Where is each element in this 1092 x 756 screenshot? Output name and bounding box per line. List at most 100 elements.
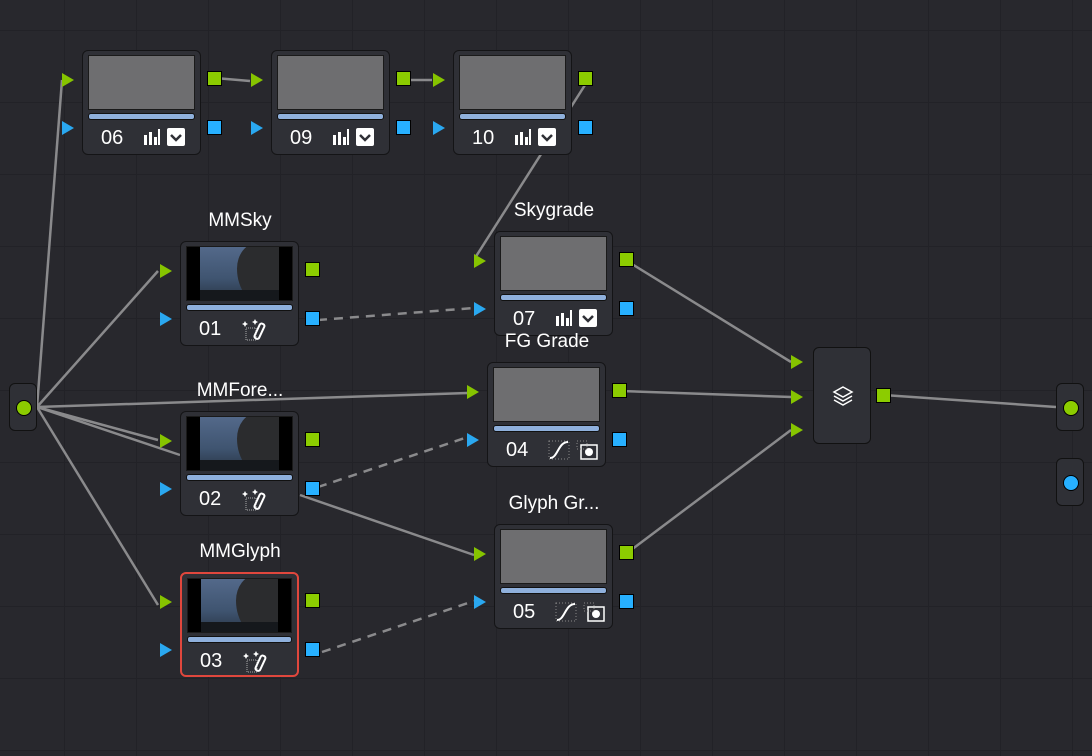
node-progress-bar: [186, 304, 293, 311]
mixer-input-3[interactable]: [791, 423, 803, 437]
node-03[interactable]: 03: [180, 572, 299, 677]
node-02[interactable]: 02: [180, 411, 299, 516]
node-label: MMFore...: [196, 380, 284, 401]
node-number: 02: [199, 488, 222, 510]
node-05[interactable]: 05: [494, 524, 613, 629]
node-rgb-output[interactable]: [207, 71, 222, 86]
node-thumbnail: [187, 578, 292, 633]
alpha-output[interactable]: [1056, 458, 1084, 506]
node-tools: [555, 602, 605, 622]
dropdown-check-icon[interactable]: [167, 128, 185, 146]
node-thumbnail: [459, 55, 566, 110]
node-alpha-input[interactable]: [160, 312, 172, 326]
node-rgb-input[interactable]: [160, 264, 172, 278]
wire-dashed: [317, 306, 475, 322]
node-10[interactable]: 10: [453, 50, 572, 155]
node-alpha-output[interactable]: [396, 120, 411, 135]
mixer-input-2[interactable]: [791, 390, 803, 404]
node-alpha-output[interactable]: [578, 120, 593, 135]
node-rgb-output[interactable]: [305, 432, 320, 447]
stats-icon: [144, 129, 160, 145]
rgb-output[interactable]: [1056, 383, 1084, 431]
node-01[interactable]: 01: [180, 241, 299, 346]
node-alpha-output[interactable]: [207, 120, 222, 135]
node-thumbnail: [277, 55, 384, 110]
node-rgb-input[interactable]: [160, 434, 172, 448]
wire: [35, 79, 64, 408]
node-alpha-output[interactable]: [619, 594, 634, 609]
node-alpha-input[interactable]: [160, 643, 172, 657]
node-alpha-output[interactable]: [305, 311, 320, 326]
layer-mixer-node[interactable]: [813, 347, 871, 444]
node-number: 09: [290, 127, 313, 149]
node-rgb-input[interactable]: [251, 73, 263, 87]
node-thumbnail: [88, 55, 195, 110]
node-rgb-output[interactable]: [305, 593, 320, 608]
node-number: 04: [506, 439, 529, 461]
node-rgb-input[interactable]: [160, 595, 172, 609]
wire: [36, 405, 181, 457]
node-tools: [514, 128, 556, 146]
wire: [626, 259, 792, 364]
node-rgb-input[interactable]: [433, 73, 445, 87]
node-alpha-input[interactable]: [474, 302, 486, 316]
node-tools: [332, 128, 374, 146]
node-progress-bar: [277, 113, 384, 120]
node-number: 03: [200, 650, 223, 672]
node-04[interactable]: 04: [487, 362, 606, 467]
rgb-output-dot[interactable]: [1063, 400, 1079, 416]
layers-icon: [832, 386, 854, 406]
node-number: 10: [472, 127, 495, 149]
mixer-output[interactable]: [876, 388, 891, 403]
wire: [619, 389, 792, 399]
stats-icon: [556, 310, 572, 326]
stats-icon: [515, 129, 531, 145]
node-label: Skygrade: [513, 200, 595, 221]
node-alpha-input[interactable]: [467, 433, 479, 447]
node-number: 05: [513, 601, 536, 623]
node-07[interactable]: 07: [494, 231, 613, 336]
wire-dashed: [321, 599, 475, 654]
node-rgb-output[interactable]: [578, 71, 593, 86]
dropdown-check-icon[interactable]: [538, 128, 556, 146]
node-rgb-output[interactable]: [396, 71, 411, 86]
node-number: 07: [513, 308, 536, 330]
wire: [299, 493, 475, 557]
alpha-output-dot[interactable]: [1063, 475, 1079, 491]
node-06[interactable]: 06: [82, 50, 201, 155]
dropdown-check-icon[interactable]: [579, 309, 597, 327]
rgb-input-dot[interactable]: [16, 400, 32, 416]
node-tools: [555, 309, 597, 327]
node-rgb-output[interactable]: [305, 262, 320, 277]
node-alpha-input[interactable]: [433, 121, 445, 135]
node-rgb-output[interactable]: [612, 383, 627, 398]
node-thumbnail: [500, 529, 607, 584]
node-alpha-input[interactable]: [474, 595, 486, 609]
node-rgb-output[interactable]: [619, 545, 634, 560]
node-thumbnail: [186, 416, 293, 471]
node-alpha-output[interactable]: [612, 432, 627, 447]
node-alpha-output[interactable]: [305, 642, 320, 657]
node-alpha-input[interactable]: [160, 482, 172, 496]
node-progress-bar: [500, 294, 607, 301]
stats-icon: [333, 129, 349, 145]
curves-icon: [548, 440, 570, 460]
node-tools: [548, 440, 598, 460]
source-input[interactable]: [9, 383, 37, 431]
node-alpha-input[interactable]: [251, 121, 263, 135]
magic-mask-icon: [242, 319, 266, 341]
node-rgb-input[interactable]: [474, 547, 486, 561]
node-09[interactable]: 09: [271, 50, 390, 155]
node-progress-bar: [459, 113, 566, 120]
dropdown-check-icon[interactable]: [356, 128, 374, 146]
node-rgb-output[interactable]: [619, 252, 634, 267]
node-alpha-input[interactable]: [62, 121, 74, 135]
wire-dashed: [317, 435, 469, 489]
node-alpha-output[interactable]: [305, 481, 320, 496]
mixer-input-1[interactable]: [791, 355, 803, 369]
magic-mask-icon: [242, 489, 266, 511]
node-rgb-input[interactable]: [474, 254, 486, 268]
node-rgb-input[interactable]: [62, 73, 74, 87]
node-alpha-output[interactable]: [619, 301, 634, 316]
node-rgb-input[interactable]: [467, 385, 479, 399]
